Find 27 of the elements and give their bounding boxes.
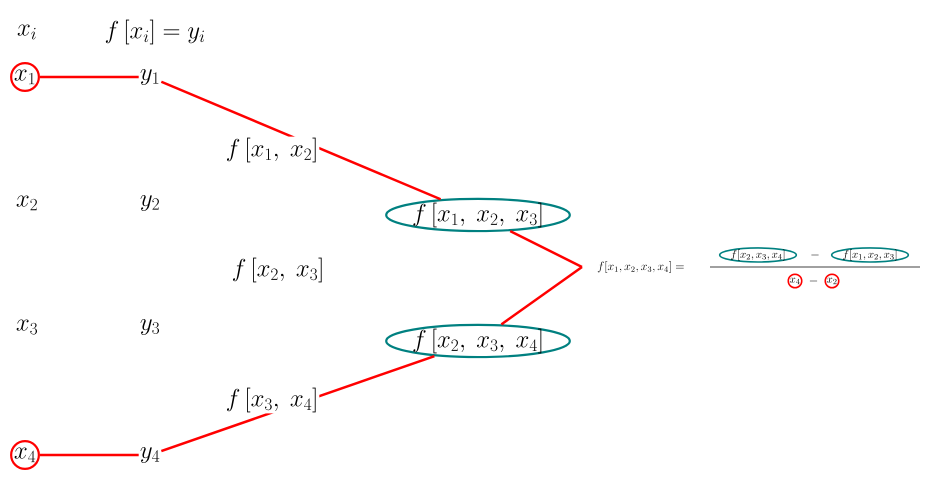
- math-label: $x_i$: [16, 24, 38, 40]
- connector-line: [40, 76, 139, 78]
- connector-line: [500, 266, 583, 326]
- connector-line: [160, 80, 442, 200]
- math-label: $x_3$: [14, 318, 40, 336]
- value-text: $y_4$: [140, 447, 160, 463]
- circled-variable: $x_1$: [10, 62, 40, 92]
- circled-term: $f[x_1, x_2, x_3]$: [830, 247, 910, 263]
- math-label: $y_2$: [138, 194, 162, 212]
- circled-variable: $x_4$: [787, 273, 803, 289]
- formula-text: $f[x_1, x_2, x_3, x_4] =$: [598, 261, 684, 273]
- minus-sign: $-$: [808, 276, 820, 286]
- connector-line: [40, 454, 139, 456]
- circled-term: $f[x_2, x_3, x_4]$: [718, 247, 798, 263]
- math-label: $y_3$: [138, 318, 162, 336]
- math-label: $x_2$: [14, 194, 40, 212]
- circled-difference: $f\,[x_2,\ x_3,\ x_4]$: [385, 324, 571, 358]
- math-label: $f\,[x_i] = y_i$: [104, 18, 206, 46]
- circled-difference: $f\,[x_1,\ x_2,\ x_3]$: [385, 198, 571, 232]
- math-label: $f\,[x_1,\ x_2]$: [224, 136, 320, 164]
- connector-line: [510, 230, 583, 268]
- circled-variable: $x_4$: [10, 440, 40, 470]
- value-text: $y_1$: [140, 69, 158, 85]
- math-label: $f\,[x_3,\ x_4]$: [224, 386, 320, 414]
- circled-variable: $x_2$: [824, 273, 840, 289]
- minus-sign: $-$: [809, 250, 821, 260]
- math-label: $f\,[x_2,\ x_3]$: [230, 256, 326, 284]
